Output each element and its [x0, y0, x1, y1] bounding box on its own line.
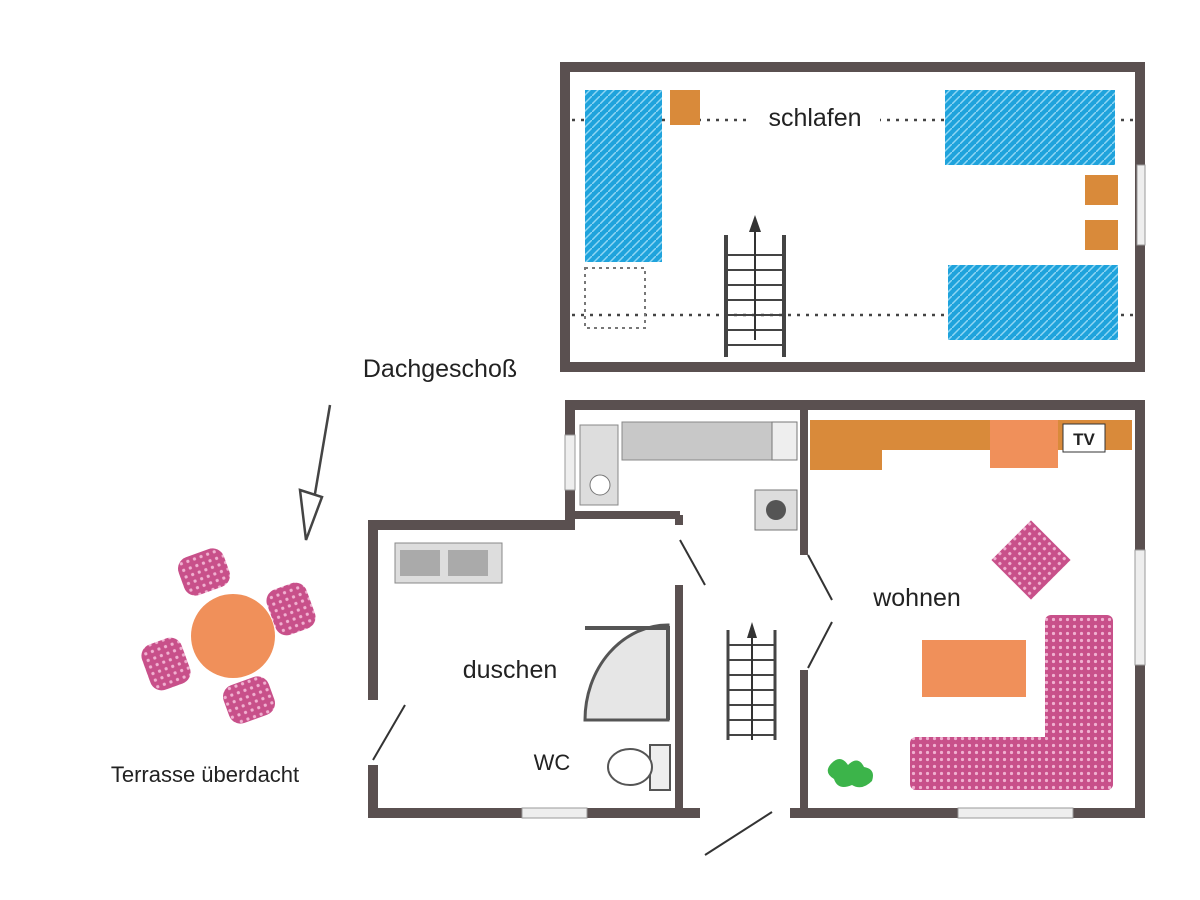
- chair: [222, 676, 276, 724]
- sofa: [910, 737, 1113, 790]
- bed: [948, 265, 1118, 340]
- cabinet: [810, 420, 882, 470]
- room-label-wohnen: wohnen: [872, 584, 961, 612]
- entrance-door: [704, 811, 773, 856]
- room-label-duschen: duschen: [463, 656, 558, 684]
- arrow-up-icon: [749, 215, 761, 232]
- chair: [141, 637, 191, 691]
- window: [1136, 164, 1146, 246]
- nightstand: [670, 90, 700, 125]
- terrace-door: [372, 704, 406, 761]
- plant-icon: [827, 759, 873, 788]
- door: [679, 539, 706, 586]
- toilet: [607, 744, 671, 791]
- north-arrow-icon: [298, 404, 332, 541]
- window: [564, 434, 576, 491]
- door: [807, 621, 833, 669]
- sink-icon: [589, 474, 611, 496]
- cabinet: [771, 421, 798, 461]
- stove-icon: [766, 500, 786, 520]
- chair: [177, 548, 231, 596]
- staircase-upper: [724, 215, 786, 357]
- terrace-label: Terrasse überdacht: [111, 762, 299, 787]
- hatch: [584, 267, 646, 329]
- sink-icon: [400, 550, 440, 576]
- upper-floor: schlafen Dachgeschoß: [363, 62, 1146, 383]
- floor-label-dachgeschoss: Dachgeschoß: [363, 355, 517, 383]
- kitchen-counter: [621, 421, 798, 461]
- coffee-table: [922, 640, 1026, 697]
- window: [521, 807, 588, 819]
- ground-floor: duschen WC TV wohnen: [368, 400, 1146, 856]
- sink-icon: [448, 550, 488, 576]
- tv: [1062, 423, 1106, 453]
- nightstand: [1085, 220, 1118, 250]
- round-table: [191, 594, 275, 678]
- window: [957, 807, 1074, 819]
- room-label-schlafen: schlafen: [768, 104, 861, 132]
- room-label-wc: WC: [534, 750, 571, 775]
- terrace: Terrasse überdacht: [111, 548, 316, 787]
- window: [1134, 549, 1146, 666]
- door: [807, 554, 833, 601]
- tv-label: TV: [1073, 430, 1095, 449]
- bed: [585, 90, 662, 262]
- armchair: [991, 520, 1071, 600]
- arrow-up-icon: [747, 622, 757, 638]
- staircase-ground: [726, 622, 777, 740]
- nightstand: [1085, 175, 1118, 205]
- cabinet: [990, 420, 1058, 468]
- bed: [945, 90, 1115, 165]
- ground-floor-walls: [368, 400, 1145, 818]
- chair: [266, 582, 316, 636]
